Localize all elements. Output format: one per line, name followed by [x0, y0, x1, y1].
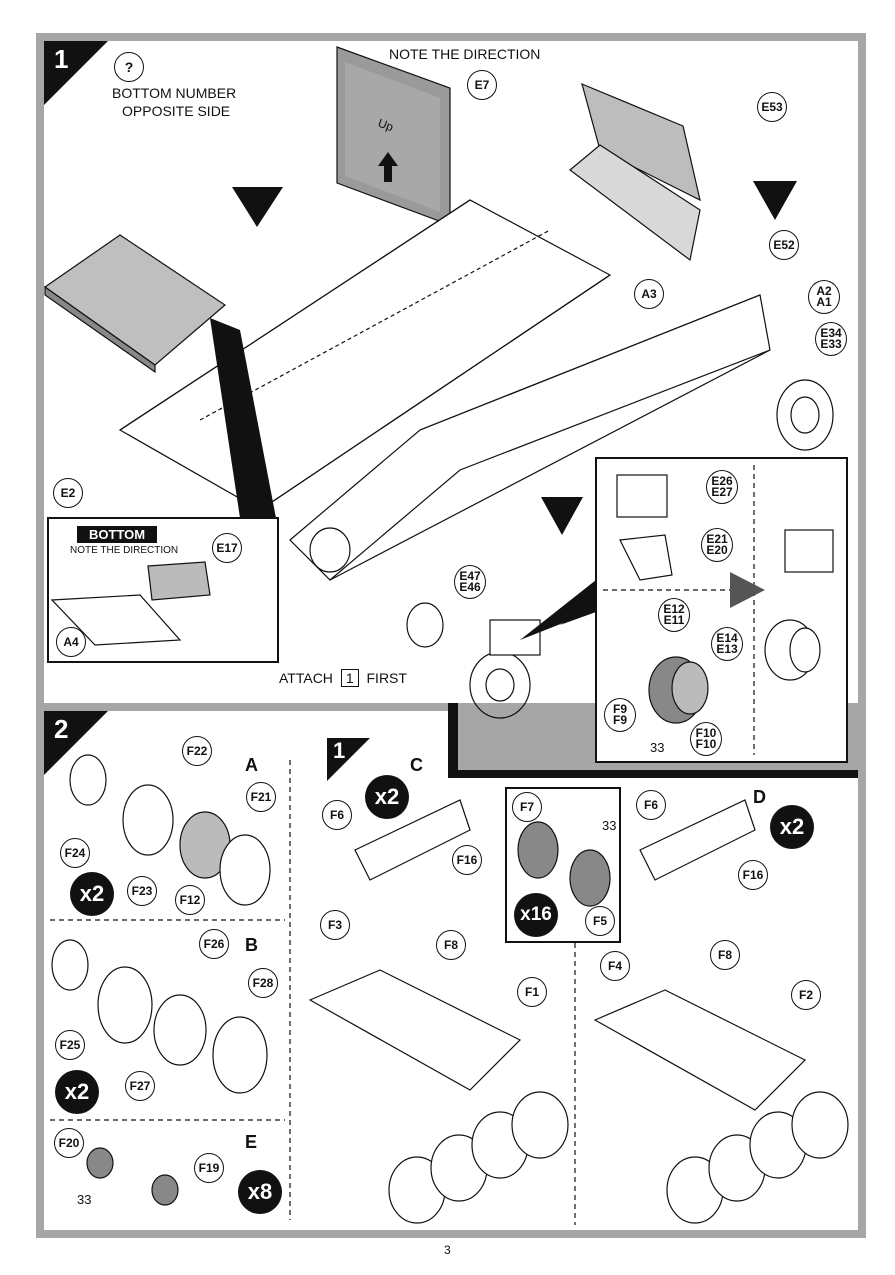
question-mark-icon: ?	[114, 52, 144, 82]
note-direction: NOTE THE DIRECTION	[389, 46, 541, 62]
number-33-group-E: 33	[77, 1192, 92, 1207]
part-E17: E17	[212, 533, 242, 563]
part-F8-C: F8	[436, 930, 466, 960]
part-A4: A4	[56, 627, 86, 657]
part-F12: F12	[175, 885, 205, 915]
part-E52: E52	[769, 230, 799, 260]
part-E53: E53	[757, 92, 787, 122]
group-C-letter: C	[410, 755, 423, 775]
number-33-step1: 33	[650, 740, 665, 755]
part-F25: F25	[55, 1030, 85, 1060]
part-F1: F1	[517, 977, 547, 1007]
part-F24: F24	[60, 838, 90, 868]
part-F2: F2	[791, 980, 821, 1010]
part-F6-D: F6	[636, 790, 666, 820]
part-F5: F5	[585, 906, 615, 936]
group-E-multiplier: x8	[238, 1170, 282, 1214]
part-F20: F20	[54, 1128, 84, 1158]
part-F19: F19	[194, 1153, 224, 1183]
bottom-title: BOTTOM	[77, 526, 158, 543]
part-F22: F22	[182, 736, 212, 766]
group-C-multiplier: x2	[365, 775, 409, 819]
part-F21: F21	[246, 782, 276, 812]
part-E7: E7	[467, 70, 497, 100]
part-A3: A3	[634, 279, 664, 309]
part-F7: F7	[512, 792, 542, 822]
part-F27: F27	[125, 1071, 155, 1101]
part-F3: F3	[320, 910, 350, 940]
group-D-multiplier: x2	[770, 805, 814, 849]
part-F8-D: F8	[710, 940, 740, 970]
wheel-inset-multiplier: x16	[514, 893, 558, 937]
part-F16-C: F16	[452, 845, 482, 875]
attach-label: ATTACH 1 FIRST	[279, 669, 407, 687]
group-D-letter: D	[753, 787, 766, 807]
part-E2: E2	[53, 478, 83, 508]
hint-line-1: BOTTOM NUMBER	[112, 85, 237, 101]
sub-step-1-number: 1	[333, 738, 346, 763]
step-1-number: 1	[54, 44, 69, 74]
part-F16-D: F16	[738, 860, 768, 890]
part-F28: F28	[248, 968, 278, 998]
group-B-multiplier: x2	[55, 1070, 99, 1114]
hint-line-2: OPPOSITE SIDE	[122, 103, 231, 119]
page-number: 3	[444, 1243, 451, 1257]
group-A-letter: A	[245, 755, 258, 775]
step-2-number: 2	[54, 714, 69, 744]
part-F26: F26	[199, 929, 229, 959]
group-B-letter: B	[245, 935, 258, 955]
part-F4: F4	[600, 951, 630, 981]
number-33-wheel-inset: 33	[602, 818, 617, 833]
part-F6-C: F6	[322, 800, 352, 830]
group-A-multiplier: x2	[70, 872, 114, 916]
bottom-note: NOTE THE DIRECTION	[70, 545, 179, 556]
attach-step-box: 1	[340, 669, 359, 687]
group-E-letter: E	[245, 1132, 258, 1152]
part-F23: F23	[127, 876, 157, 906]
